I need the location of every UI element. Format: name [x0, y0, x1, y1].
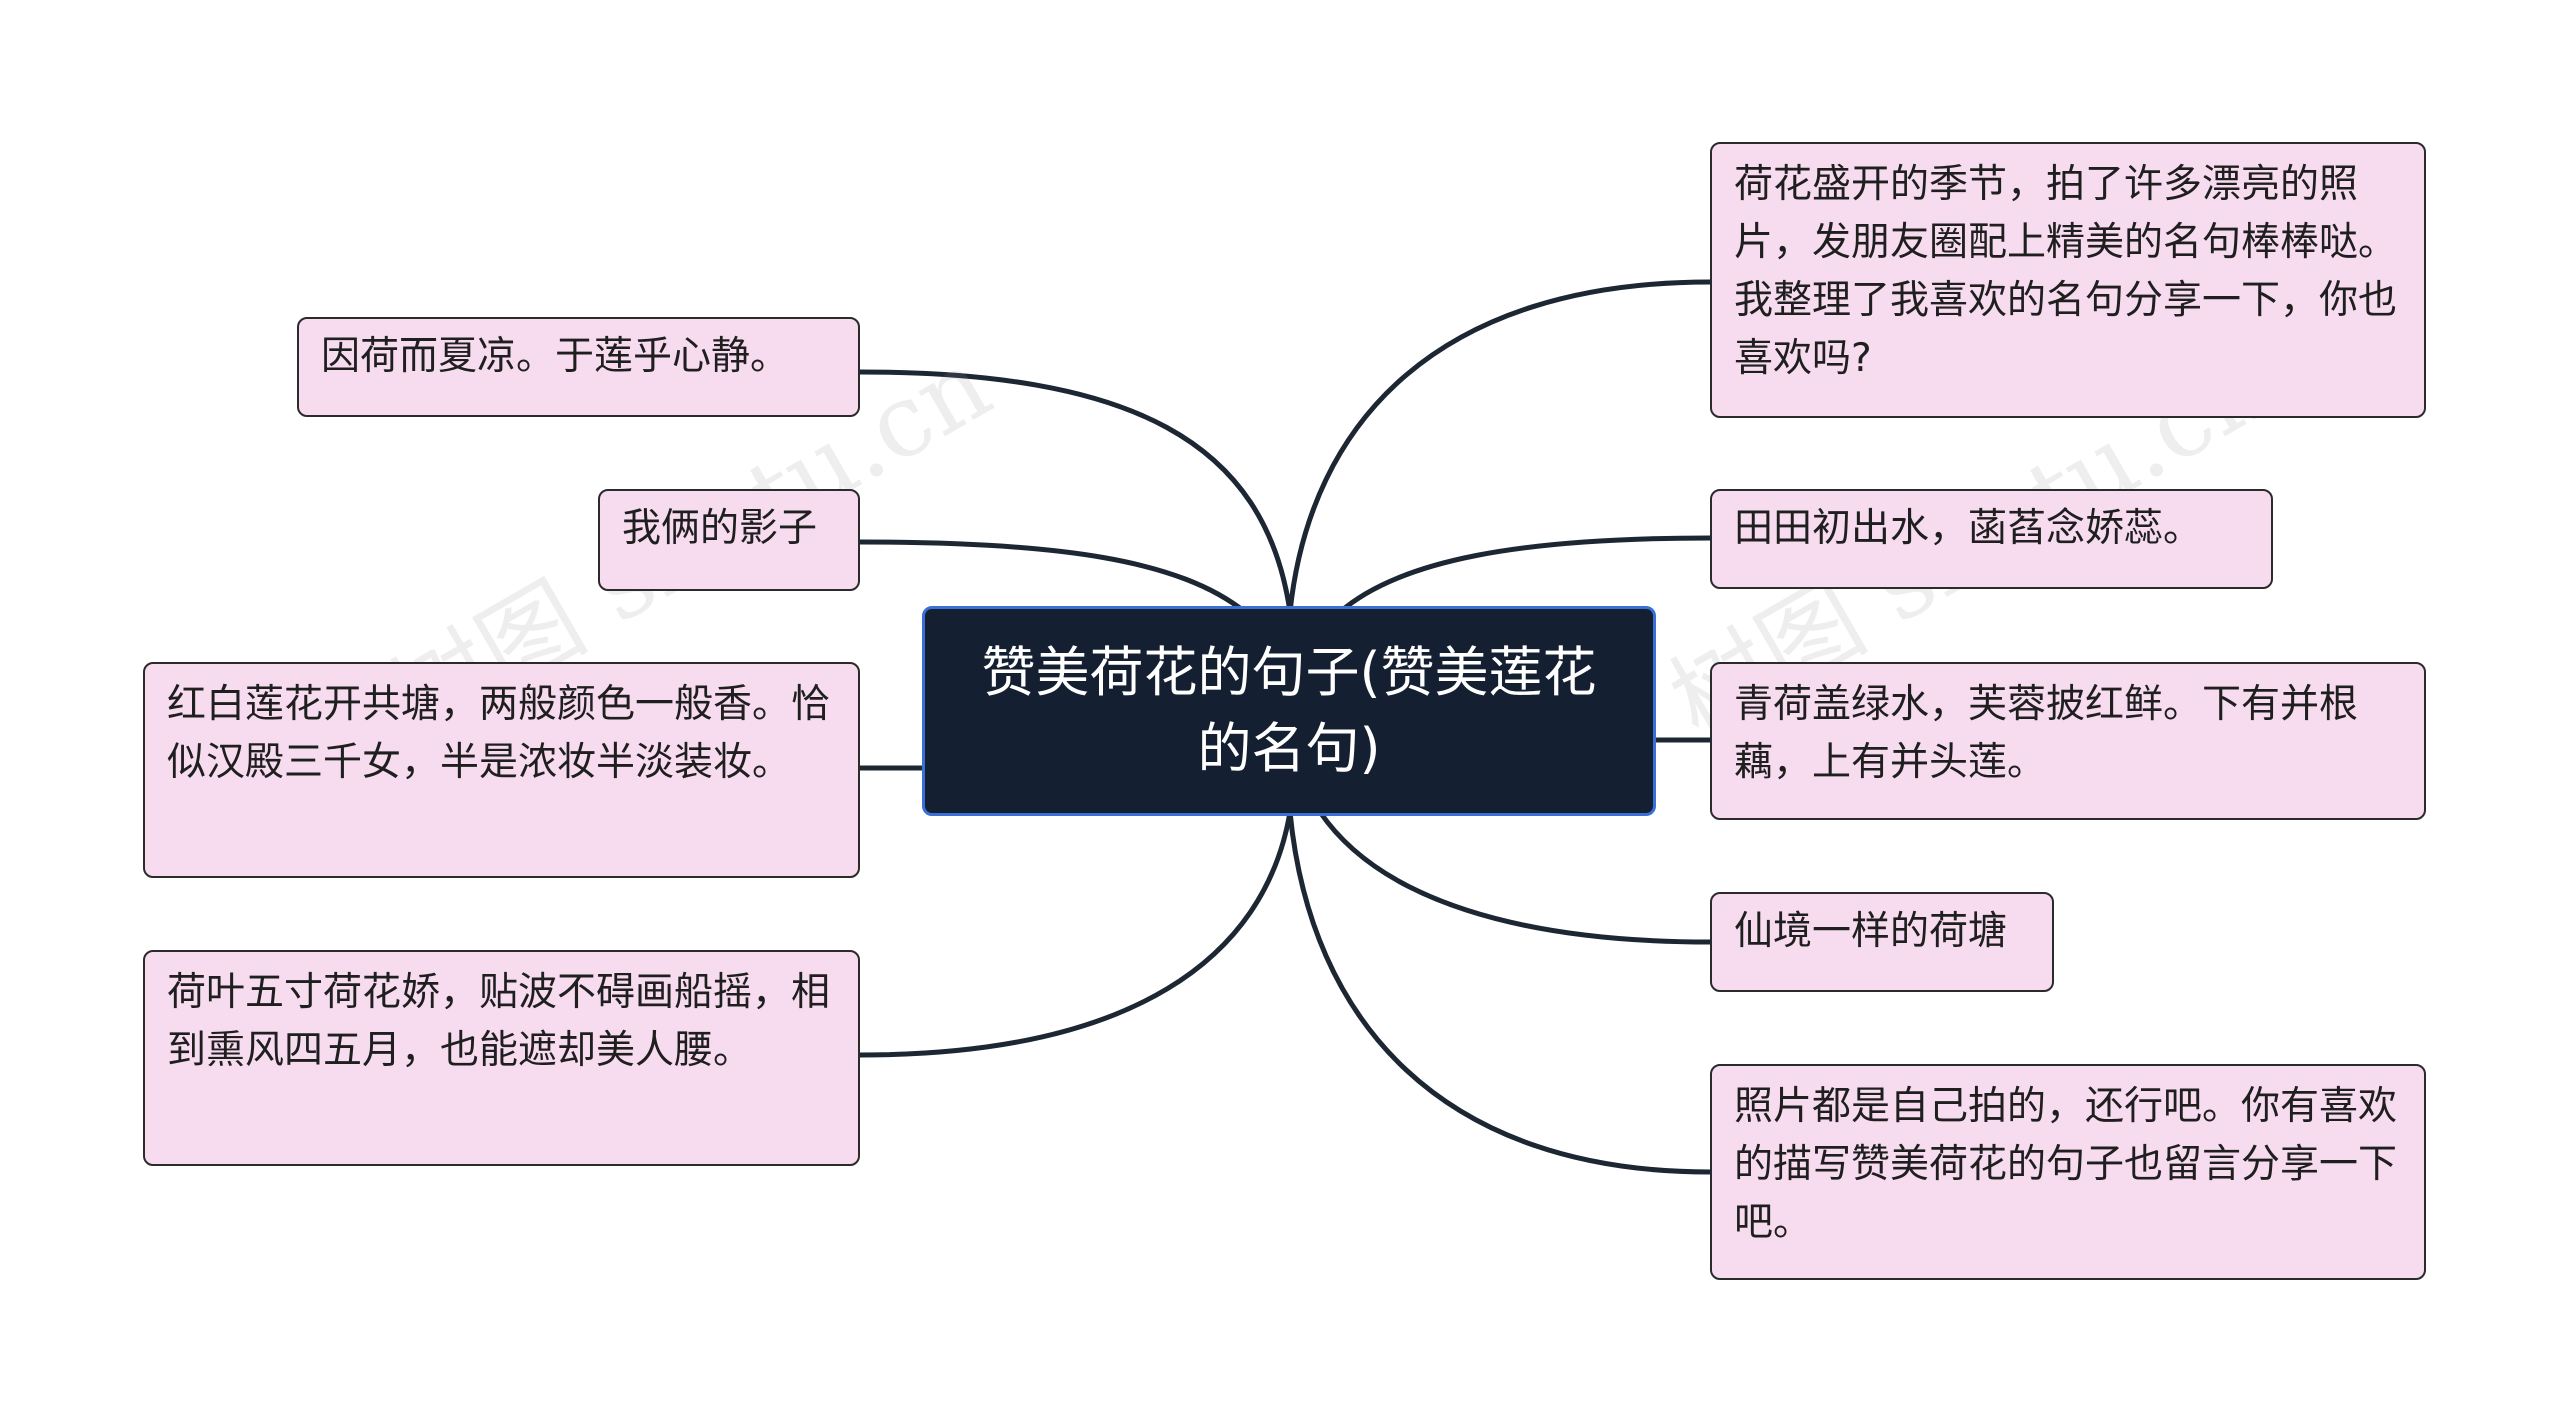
left-node-4[interactable]: 荷叶五寸荷花娇，贴波不碍画船摇，相到熏风四五月，也能遮却美人腰。: [143, 950, 860, 1166]
right-node-3[interactable]: 青荷盖绿水，芙蓉披红鲜。下有并根藕，上有并头莲。: [1710, 662, 2426, 820]
link-left-1: [857, 369, 1293, 615]
central-topic-label: 赞美荷花的句子(赞美莲花的名句): [981, 641, 1597, 780]
left-node-1[interactable]: 因荷而夏凉。于莲乎心静。: [297, 317, 860, 417]
right-node-4[interactable]: 仙境一样的荷塘: [1710, 892, 2054, 992]
node-label: 因荷而夏凉。于莲乎心静。: [321, 334, 790, 379]
link-right-1: [1287, 279, 1713, 615]
right-node-2[interactable]: 田田初出水，菡萏念娇蕊。: [1710, 489, 2273, 589]
node-label: 照片都是自己拍的，还行吧。你有喜欢的描写赞美荷花的句子也留言分享一下吧。: [1734, 1084, 2398, 1245]
left-node-2[interactable]: 我俩的影子: [598, 489, 860, 591]
node-label: 红白莲花开共塘，两般颜色一般香。恰似汉殿三千女，半是浓妆半淡装妆。: [167, 682, 831, 785]
link-right-5: [1287, 809, 1713, 1175]
central-topic[interactable]: 赞美荷花的句子(赞美莲花的名句): [922, 606, 1656, 816]
node-label: 荷花盛开的季节，拍了许多漂亮的照片，发朋友圈配上精美的名句棒棒哒。我整理了我喜欢…: [1734, 162, 2398, 381]
node-label: 仙境一样的荷塘: [1734, 909, 2008, 954]
node-label: 荷叶五寸荷花娇，贴波不碍画船摇，相到熏风四五月，也能遮却美人腰。: [167, 970, 831, 1073]
right-node-1[interactable]: 荷花盛开的季节，拍了许多漂亮的照片，发朋友圈配上精美的名句棒棒哒。我整理了我喜欢…: [1710, 142, 2426, 418]
link-left-2: [857, 539, 1248, 615]
node-label: 田田初出水，菡萏念娇蕊。: [1734, 506, 2203, 551]
node-label: 我俩的影子: [622, 506, 818, 551]
left-node-3[interactable]: 红白莲花开共塘，两般颜色一般香。恰似汉殿三千女，半是浓妆半淡装妆。: [143, 662, 860, 878]
link-right-4: [1317, 809, 1713, 945]
link-left-4: [857, 809, 1293, 1058]
node-label: 青荷盖绿水，芙蓉披红鲜。下有并根藕，上有并头莲。: [1734, 682, 2359, 785]
link-right-2: [1337, 535, 1713, 615]
right-node-5[interactable]: 照片都是自己拍的，还行吧。你有喜欢的描写赞美荷花的句子也留言分享一下吧。: [1710, 1064, 2426, 1280]
